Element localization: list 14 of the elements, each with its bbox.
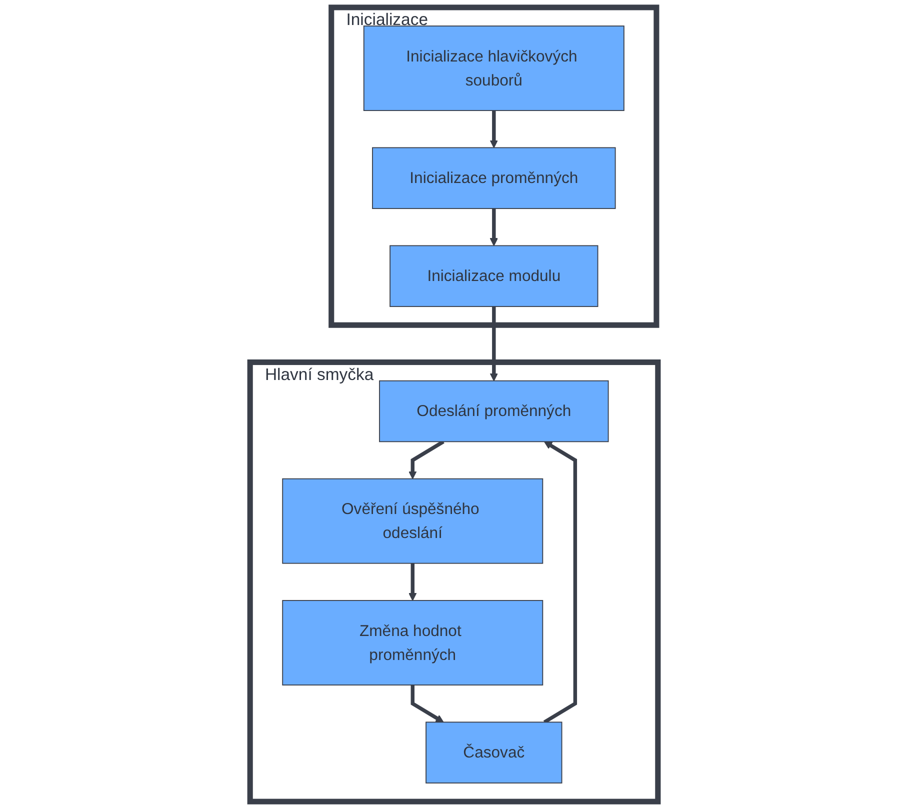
arrow	[490, 306, 498, 382]
arrow	[490, 208, 498, 246]
arrow	[490, 110, 498, 148]
arrow	[408, 563, 417, 601]
node-box: Inicializace proměnných	[372, 147, 616, 209]
node-box: Inicializace hlavičkových souborů	[363, 26, 624, 111]
node-box: Časovač	[426, 722, 562, 784]
node-box: Ověření úspěšného odeslání	[282, 478, 544, 564]
node-box: Inicializace modulu	[390, 245, 598, 307]
arrow	[410, 685, 444, 723]
arrow	[408, 440, 444, 480]
arrow	[543, 441, 578, 724]
node-box: Odeslání proměnných	[379, 380, 609, 442]
node-box: Změna hodnot proměnných	[282, 600, 544, 686]
